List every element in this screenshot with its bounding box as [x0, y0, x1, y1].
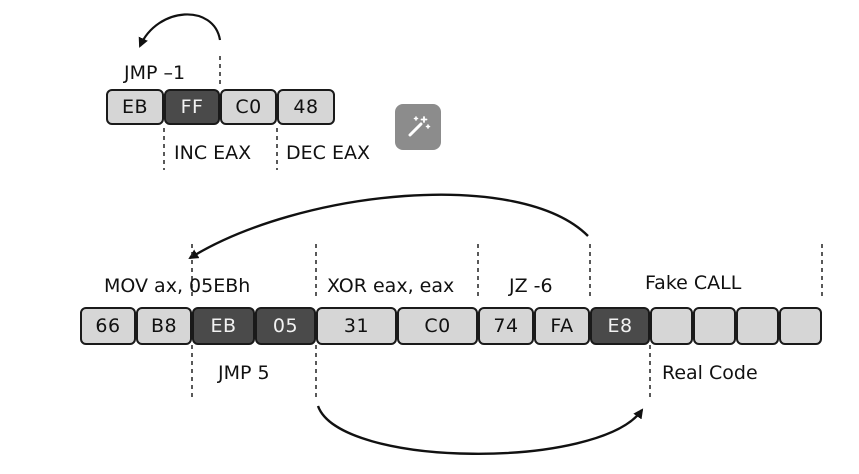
label-jz: JZ -6 — [509, 275, 553, 297]
jz-loop-arrow — [188, 193, 589, 260]
label-jmp-minus1: JMP –1 — [124, 62, 186, 84]
byte-b-0: 66 — [80, 307, 136, 345]
byte-b-2: EB — [192, 307, 255, 345]
magic-wand-icon — [408, 116, 431, 137]
empty-cell-1 — [650, 307, 693, 345]
byte-top-3: 48 — [277, 89, 335, 125]
magic-wand-button[interactable] — [395, 104, 441, 150]
label-real-code: Real Code — [662, 362, 758, 384]
byte-b-3: 05 — [255, 307, 316, 345]
label-jmp5: JMP 5 — [218, 362, 270, 384]
label-xor: XOR eax, eax — [327, 275, 455, 297]
label-fake-call: Fake CALL — [645, 272, 742, 294]
empty-cell-2 — [693, 307, 736, 345]
jmp-minus1-arrow — [138, 13, 222, 48]
jmp5-forward-arrow — [316, 405, 644, 455]
label-inc-eax: INC EAX — [174, 142, 252, 164]
byte-b-6: 74 — [478, 307, 534, 345]
byte-b-7: FA — [534, 307, 590, 345]
empty-cell-3 — [736, 307, 779, 345]
byte-b-8: E8 — [590, 307, 650, 345]
empty-cell-4 — [779, 307, 822, 345]
label-mov: MOV ax, 05EBh — [104, 275, 251, 297]
byte-top-1: FF — [164, 89, 220, 125]
byte-b-5: C0 — [397, 307, 478, 345]
byte-top-2: C0 — [220, 89, 277, 125]
byte-b-1: B8 — [136, 307, 192, 345]
byte-top-0: EB — [106, 89, 164, 125]
byte-b-4: 31 — [316, 307, 397, 345]
label-dec-eax: DEC EAX — [286, 142, 370, 164]
